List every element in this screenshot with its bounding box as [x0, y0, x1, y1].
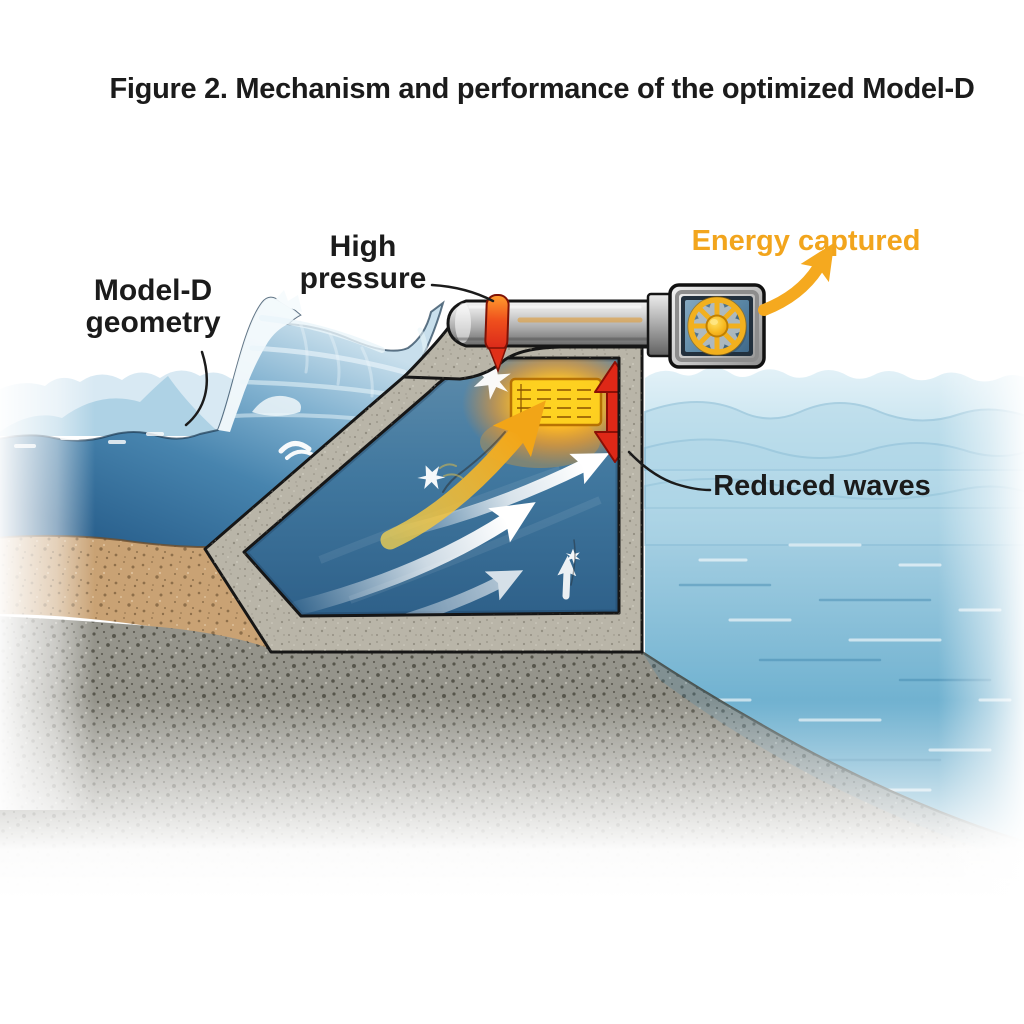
label-line: pressure	[299, 261, 427, 295]
vertical-oscillation-arrow-icon	[594, 361, 619, 463]
turbine-housing	[646, 283, 766, 369]
label-line: High	[329, 230, 397, 263]
label-model-d-geometry: Model-D geometry	[53, 275, 253, 338]
upward-flow-arrow-icon	[309, 570, 524, 616]
figure-title: Figure 2. Mechanism and performance of t…	[109, 73, 975, 105]
leader-lines	[184, 283, 712, 492]
swell-ridges	[644, 401, 1024, 546]
absorber-device	[509, 377, 603, 427]
sketch-scribbles	[439, 431, 576, 586]
turbine-wheel-icon	[687, 296, 747, 356]
label-high-pressure: High pressure	[263, 231, 463, 294]
air-duct-pipe	[446, 293, 654, 374]
pipe-pressure-band	[484, 293, 510, 374]
leader-geometry	[184, 350, 209, 427]
gull-swirl-icon	[278, 441, 315, 460]
small-up-arrow-icon	[557, 555, 577, 600]
leader-reduced	[627, 450, 712, 492]
wave-foam	[218, 290, 302, 432]
suction-arrow-yellow	[380, 400, 546, 550]
label-reduced-waves: Reduced waves	[713, 470, 931, 502]
label-energy-captured: Energy captured	[691, 225, 921, 257]
white-vignettes	[0, 330, 1024, 1024]
label-line: Model-D	[93, 274, 213, 307]
leader-pressure	[430, 283, 495, 303]
chamber-flow-arrows	[290, 400, 610, 616]
label-line: geometry	[85, 305, 221, 339]
energy-flow-arrow-icon	[758, 242, 835, 316]
upward-flow-arrow-icon	[290, 502, 536, 616]
